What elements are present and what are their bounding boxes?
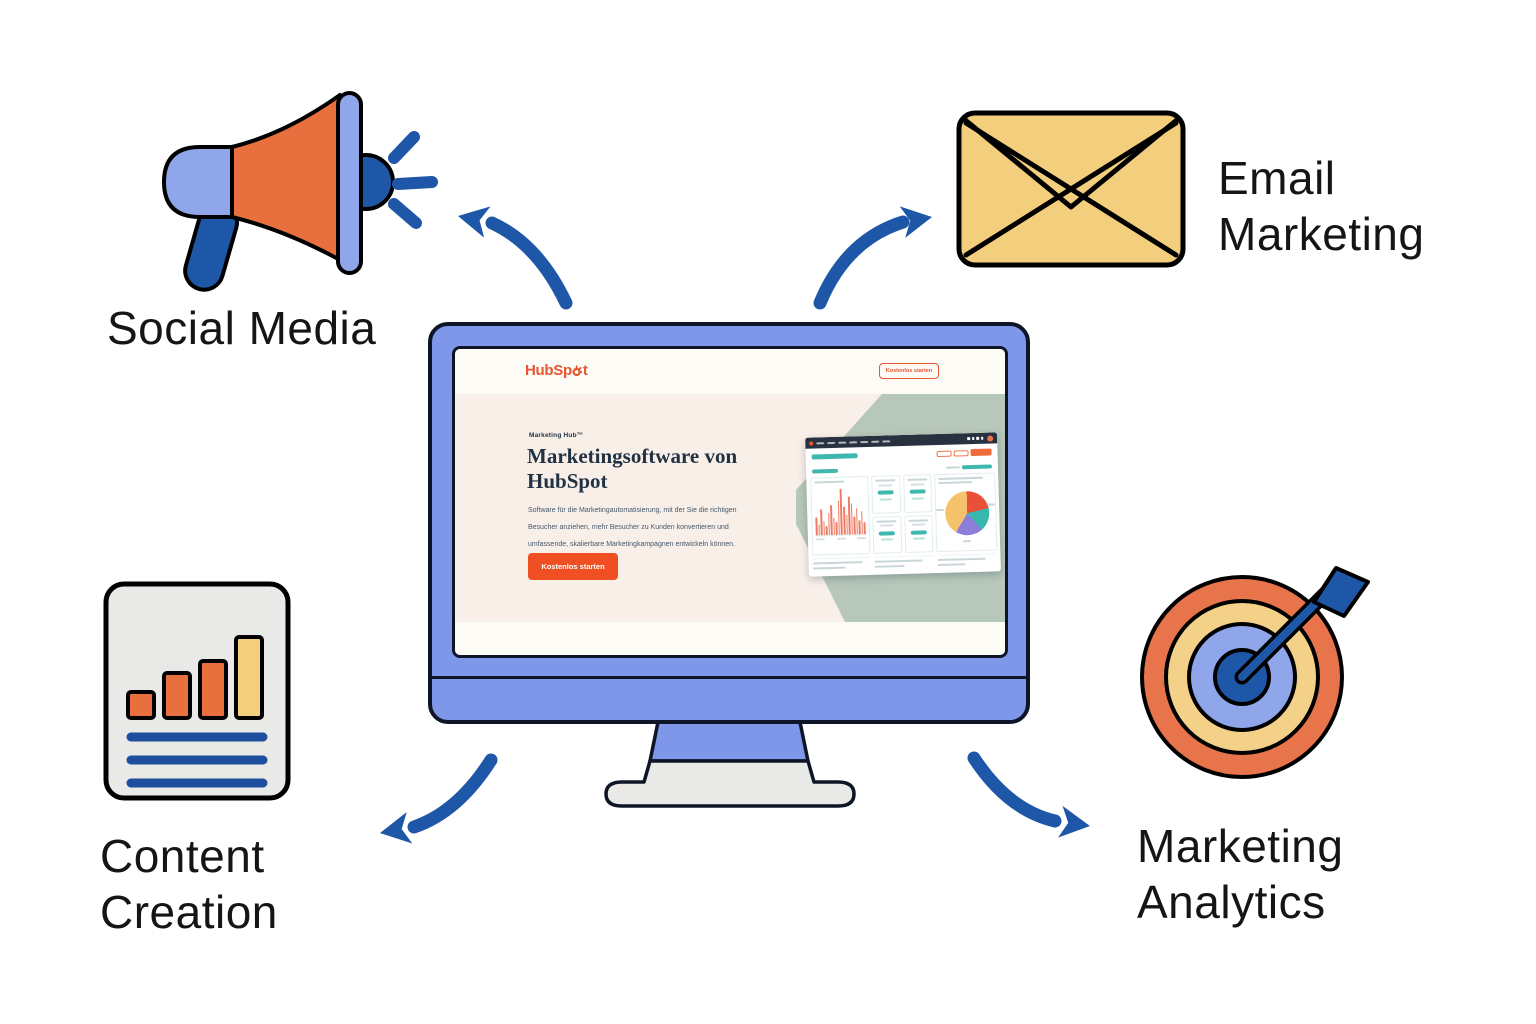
arrow-to-marketing-analytics: [967, 751, 1062, 828]
dashboard-outline-button: [936, 450, 952, 457]
arrowhead-social-media: [458, 206, 491, 238]
doc-bar-1: [126, 690, 156, 720]
doc-bar-3: [198, 659, 228, 720]
social-media-label: Social Media: [107, 302, 377, 354]
hero-heading: Marketingsoftware von HubSpot: [527, 444, 738, 493]
dashboard-nav-right: [967, 434, 994, 442]
dashboard-cards: [810, 472, 998, 556]
arrowhead-content-creation: [380, 812, 413, 844]
hero-eyebrow: Marketing Hub™: [529, 432, 584, 439]
mini-bar-chart: [814, 486, 866, 537]
megaphone-horn: [230, 93, 342, 262]
header-cta-button[interactable]: Kostenlos starten: [879, 363, 939, 379]
target-dart-icon: [1140, 566, 1370, 779]
dart-fletching: [1312, 566, 1370, 618]
dashboard-title-placeholder: [811, 453, 858, 460]
webpage-hero: Marketing Hub™ Marketingsoftware von Hub…: [455, 394, 1005, 622]
mini-pie-chart: [944, 490, 990, 536]
webpage-footer-strip: [455, 622, 1005, 655]
megaphone-back: [161, 145, 234, 219]
bar-chart-document-icon: [103, 581, 291, 801]
content-creation-label: Content Creation: [100, 830, 278, 938]
arrowhead-email-marketing: [899, 206, 932, 238]
marketing-analytics-label: Marketing Analytics: [1137, 820, 1344, 928]
dashboard-pie-card: [934, 472, 998, 553]
stand-base: [604, 759, 856, 808]
dashboard-footer-row: [812, 553, 997, 570]
doc-bar-4: [234, 635, 264, 720]
envelope-icon: [956, 110, 1186, 268]
email-marketing-label: Email Marketing: [1218, 152, 1425, 260]
arrow-to-email-marketing: [813, 215, 910, 310]
dashboard-avatar: [987, 434, 994, 442]
megaphone-icon: [161, 91, 438, 292]
monitor-chin-line: [432, 676, 1026, 679]
hero-body-text: Software für die Marketingautomatisierun…: [528, 507, 737, 548]
arrowhead-marketing-analytics: [1058, 805, 1090, 838]
dashboard-stat-cards: [871, 474, 934, 554]
hero-cta-button[interactable]: Kostenlos starten: [528, 553, 618, 580]
dashboard-active-tab: [811, 468, 839, 474]
arrow-to-content-creation: [407, 753, 498, 834]
stand-neck: [647, 722, 811, 763]
dashboard-bar-chart-card: [810, 475, 871, 556]
dashboard-outline-button: [953, 449, 969, 457]
megaphone-front-bar: [336, 91, 363, 275]
dashboard-progress-bar: [961, 464, 993, 469]
arrow-to-social-media: [485, 216, 573, 310]
dashboard-primary-button: [970, 448, 992, 457]
doc-text-lines: [126, 732, 268, 788]
envelope-flap: [961, 116, 1181, 210]
hubspot-sprocket-icon: [572, 364, 583, 376]
dashboard-logo-dot: [809, 440, 814, 446]
monitor-stand: [604, 722, 856, 808]
megaphone-sound-lines: [388, 131, 438, 229]
doc-bar-2: [162, 671, 192, 720]
dashboard-preview: [805, 432, 1001, 577]
envelope-diagonal-2: [963, 120, 1179, 258]
